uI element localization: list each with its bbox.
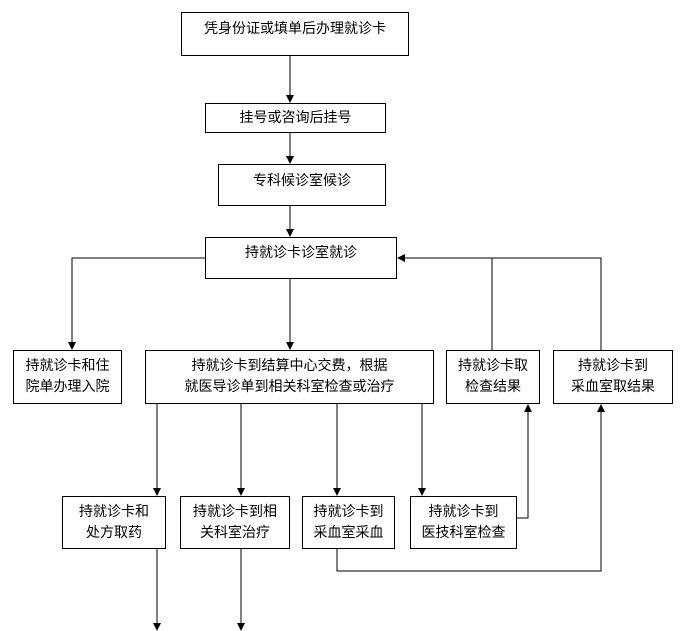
label-line: 就医导诊单到相关科室检查或治疗 [184, 379, 395, 395]
label-line: 持就诊卡到 [313, 503, 384, 520]
edge-blood-draw-to-blood-result [336, 411, 602, 572]
arrowhead [153, 488, 161, 496]
node-label: 持就诊卡诊室就诊 [245, 245, 357, 261]
label-line: 医技科室检查 [421, 524, 506, 541]
label-line: 关科室治疗 [200, 524, 270, 541]
arrowhead [286, 95, 294, 103]
node-label: 持就诊卡到结算中心交费，根据 就医导诊单到相关科室检查或治疗 [185, 356, 395, 398]
node-label: 持就诊卡取 检查结果 [458, 356, 528, 398]
edge-exam-result-to-consult [404, 257, 493, 350]
label-line: 持就诊卡到 [578, 358, 648, 374]
node-card-registration: 凭身份证或填单后办理就诊卡 [181, 12, 409, 56]
node-label: 持就诊卡到 采血室取结果 [571, 356, 655, 398]
arrowhead [397, 254, 405, 262]
node-get-blood-result: 持就诊卡到 采血室取结果 [553, 350, 673, 404]
node-pharmacy: 持就诊卡和 处方取药 [62, 496, 166, 549]
node-label: 凭身份证或填单后办理就诊卡 [204, 21, 386, 37]
node-label: 持就诊卡和 处方取药 [79, 502, 149, 544]
node-treatment: 持就诊卡到相 关科室治疗 [180, 496, 290, 549]
label-line: 采血室取结果 [571, 379, 655, 395]
node-label: 专科候诊室候诊 [253, 173, 351, 189]
node-label: 挂号或咨询后挂号 [239, 109, 352, 126]
node-label: 持就诊卡到 医技科室检查 [422, 502, 506, 544]
node-registration: 挂号或咨询后挂号 [205, 103, 386, 133]
node-label: 持就诊卡到 采血室采血 [314, 502, 384, 544]
node-label: 持就诊卡到相 关科室治疗 [193, 502, 277, 544]
label-line: 持就诊卡和住 [25, 358, 110, 374]
label-line: 持就诊卡和 [79, 503, 149, 520]
arrowhead [153, 623, 161, 631]
arrowhead [286, 156, 294, 164]
node-admission: 持就诊卡和住 院单办理入院 [13, 350, 122, 404]
arrowhead [418, 488, 426, 496]
edge-blood-result-to-consult [492, 257, 602, 350]
arrowhead [68, 342, 76, 350]
label-line: 处方取药 [86, 524, 142, 541]
node-consultation: 持就诊卡诊室就诊 [205, 237, 397, 279]
arrowhead [597, 404, 605, 412]
node-payment: 持就诊卡到结算中心交费，根据 就医导诊单到相关科室检查或治疗 [145, 350, 434, 404]
label-line: 采血室采血 [313, 524, 384, 541]
label-line: 院单办理入院 [25, 379, 110, 395]
label-line: 检查结果 [465, 379, 521, 395]
label-line: 持就诊卡到 [428, 503, 499, 520]
edge-exam-to-exam-result [517, 411, 529, 519]
label-line: 持就诊卡取 [458, 358, 528, 374]
arrowhead [237, 488, 245, 496]
edge-consult-to-admission [71, 257, 205, 343]
arrowhead [286, 229, 294, 237]
arrowhead [524, 404, 532, 412]
node-exam: 持就诊卡到 医技科室检查 [410, 496, 517, 549]
arrowhead [333, 488, 341, 496]
node-blood-draw: 持就诊卡到 采血室采血 [302, 496, 395, 549]
arrowhead [286, 342, 294, 350]
node-get-exam-result: 持就诊卡取 检查结果 [446, 350, 540, 404]
node-waiting-room: 专科候诊室候诊 [218, 164, 386, 206]
label-line: 持就诊卡到结算中心交费，根据 [191, 358, 388, 374]
arrowhead [237, 623, 245, 631]
label-line: 持就诊卡到相 [193, 503, 277, 520]
node-label: 持就诊卡和住 院单办理入院 [26, 356, 110, 398]
